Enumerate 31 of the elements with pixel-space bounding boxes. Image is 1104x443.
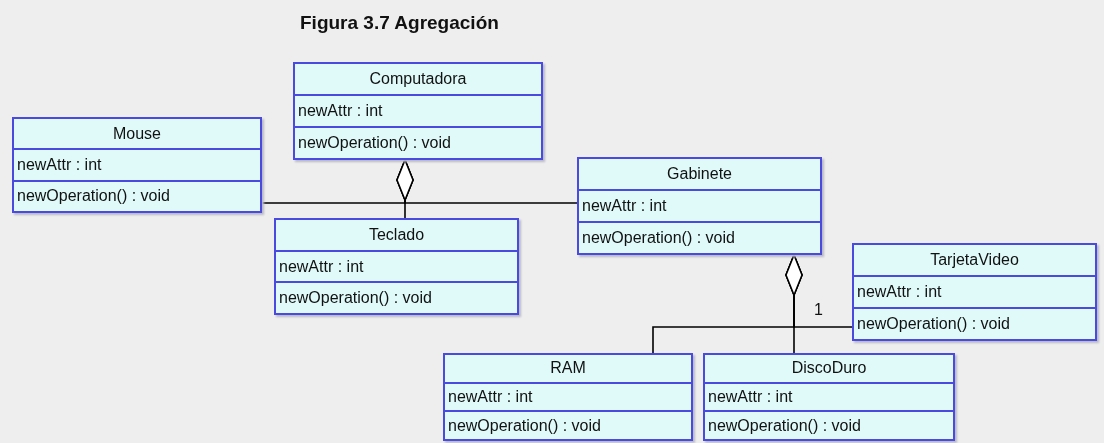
operation-text: newOperation() : void bbox=[295, 126, 541, 158]
class-name: TarjetaVideo bbox=[929, 250, 1020, 270]
class-box bbox=[443, 353, 693, 441]
class-name: Mouse bbox=[112, 123, 162, 144]
attribute-text: newAttr : int bbox=[295, 94, 541, 126]
class-box bbox=[577, 157, 822, 255]
attribute-text: newAttr : int bbox=[579, 189, 820, 221]
aggregation-line bbox=[396, 159, 578, 204]
class-name: Gabinete bbox=[666, 164, 733, 184]
attribute-text: newAttr : int bbox=[14, 148, 260, 180]
aggregation-line bbox=[785, 254, 853, 328]
operation-text: newOperation() : void bbox=[14, 179, 260, 211]
operation-text: newOperation() : void bbox=[445, 410, 691, 439]
operation-text: newOperation() : void bbox=[705, 410, 953, 439]
class-box bbox=[274, 218, 519, 315]
class-box bbox=[852, 243, 1097, 341]
class-name: DiscoDuro bbox=[790, 358, 868, 379]
attribute-text: newAttr : int bbox=[854, 275, 1095, 307]
attribute-text: newAttr : int bbox=[276, 249, 517, 282]
diagram-title: Figura 3.7 Agregación bbox=[300, 12, 499, 34]
class-box bbox=[12, 117, 262, 213]
class-name: Computadora bbox=[368, 69, 468, 89]
class-name: Teclado bbox=[367, 224, 426, 245]
class-name: RAM bbox=[549, 358, 587, 379]
operation-text: newOperation() : void bbox=[854, 307, 1095, 339]
attribute-text: newAttr : int bbox=[445, 381, 691, 411]
operation-text: newOperation() : void bbox=[579, 221, 820, 253]
class-box bbox=[703, 353, 955, 441]
attribute-text: newAttr : int bbox=[705, 381, 953, 411]
operation-text: newOperation() : void bbox=[276, 281, 517, 313]
class-box bbox=[293, 62, 543, 160]
